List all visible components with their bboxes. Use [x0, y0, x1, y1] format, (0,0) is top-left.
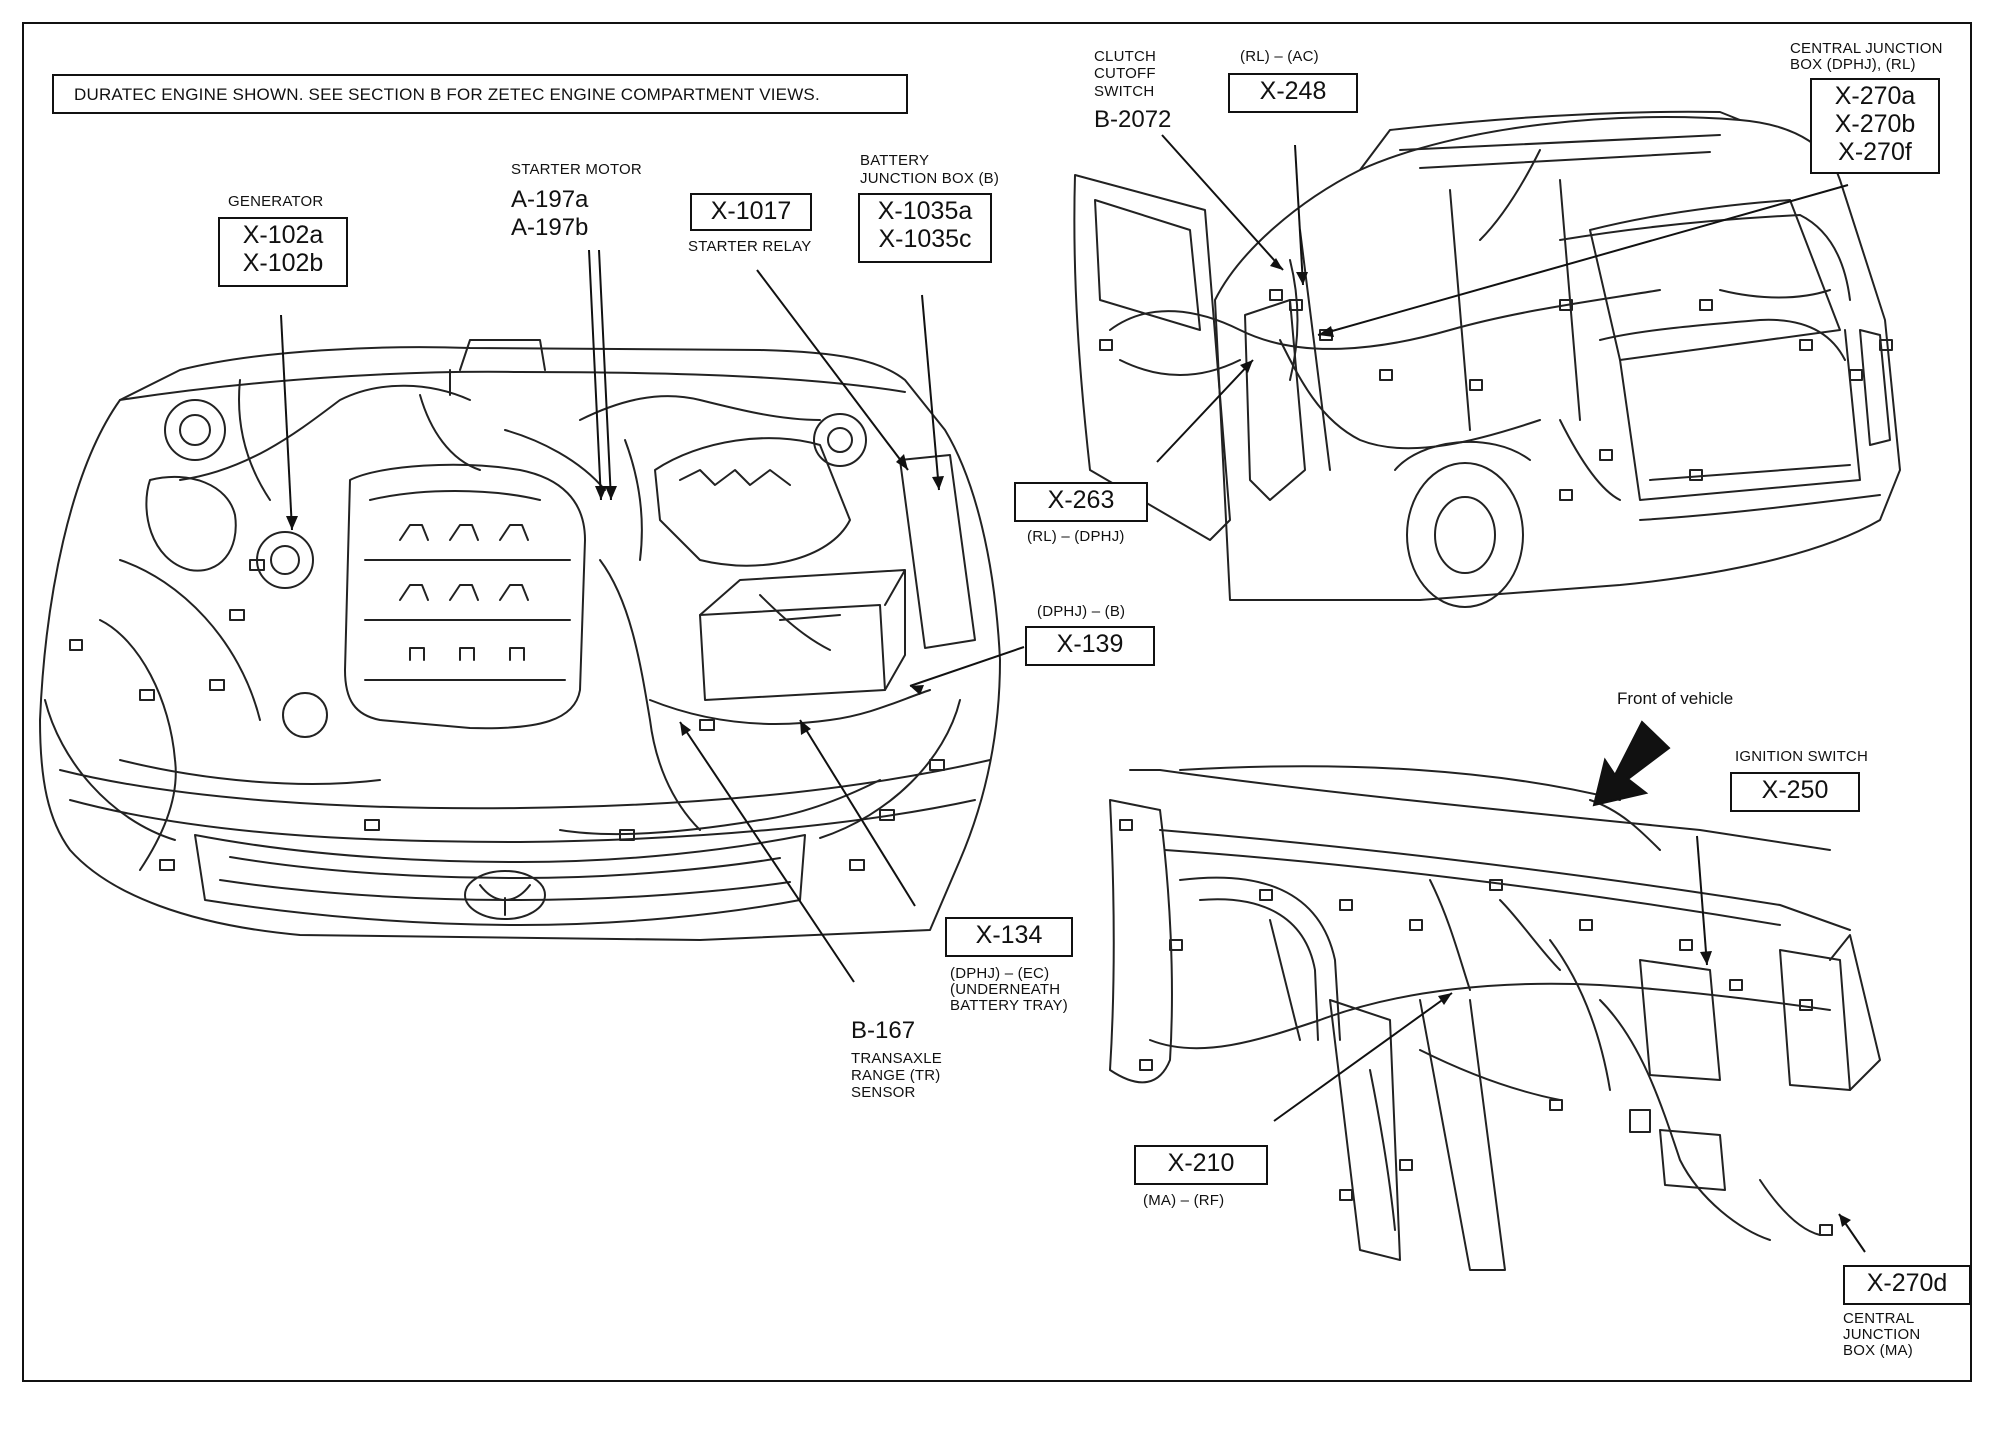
cjb-ma-line2: JUNCTION	[1843, 1326, 1921, 1343]
x270f-label: X-270f	[1838, 138, 1912, 166]
x134-connector-box: X-134	[945, 917, 1073, 957]
leader-arrowheads	[286, 258, 1851, 1227]
x102a-label: X-102a	[242, 221, 324, 249]
front-of-vehicle-label: Front of vehicle	[1617, 689, 1734, 708]
engine-compartment-illustration	[39, 339, 1001, 941]
x270d-connector-box: X-270d	[1843, 1265, 1971, 1305]
ignition-switch-label: IGNITION SWITCH	[1735, 748, 1868, 765]
x270d-label: X-270d	[1866, 1269, 1948, 1297]
x134-circuit-label: (DPHJ) – (EC)	[950, 965, 1050, 982]
front-of-vehicle-arrow	[1592, 720, 1671, 807]
x134-location-line1: (UNDERNEATH	[950, 981, 1061, 998]
x134-location-line2: BATTERY TRAY)	[950, 997, 1068, 1014]
x1017-connector-box: X-1017	[690, 193, 812, 231]
engine-note-text: DURATEC ENGINE SHOWN. SEE SECTION B FOR …	[74, 85, 820, 104]
x270a-label: X-270a	[1834, 82, 1916, 110]
x270b-label: X-270b	[1834, 110, 1916, 138]
x250-connector-box: X-250	[1730, 772, 1860, 812]
x270-connector-box: X-270a X-270b X-270f	[1810, 78, 1940, 174]
battery-jb-label-line2: JUNCTION BOX (B)	[860, 170, 1000, 187]
instrument-panel-illustration	[1109, 765, 1881, 1271]
x263-circuit-label: (RL) – (DPHJ)	[1027, 528, 1125, 545]
clutch-label-line2: CUTOFF	[1094, 65, 1156, 82]
clutch-label-line1: CLUTCH	[1094, 48, 1157, 65]
engine-note-box: DURATEC ENGINE SHOWN. SEE SECTION B FOR …	[52, 74, 908, 114]
starter-relay-label: STARTER RELAY	[688, 238, 812, 255]
x1035-connector-box: X-1035a X-1035c	[858, 193, 992, 263]
x210-connector-box: X-210	[1134, 1145, 1268, 1185]
a197b-label: A-197b	[511, 214, 589, 241]
x139-label: X-139	[1056, 630, 1124, 658]
x263-connector-box: X-263	[1014, 482, 1148, 522]
tr-sensor-line1: TRANSAXLE	[851, 1050, 942, 1067]
b167-label: B-167	[851, 1017, 916, 1044]
x139-circuit-label: (DPHJ) – (B)	[1037, 603, 1126, 620]
cjb-ma-line3: BOX (MA)	[1843, 1342, 1913, 1359]
starter-motor-label: STARTER MOTOR	[511, 161, 642, 178]
x210-label: X-210	[1167, 1149, 1235, 1177]
cjb-ma-line1: CENTRAL	[1843, 1310, 1915, 1327]
x248-connector-box: X-248	[1228, 73, 1358, 113]
x102-connector-box: X-102a X-102b	[218, 217, 348, 287]
cjb-label-line2: BOX (DPHJ), (RL)	[1790, 56, 1916, 73]
x250-label: X-250	[1761, 776, 1829, 804]
battery-jb-label-line1: BATTERY	[860, 152, 930, 169]
b2072-label: B-2072	[1094, 106, 1172, 133]
x1035a-label: X-1035a	[877, 197, 973, 225]
x248-label: X-248	[1259, 77, 1327, 105]
x248-circuit-label: (RL) – (AC)	[1240, 48, 1319, 65]
x1035c-label: X-1035c	[878, 225, 972, 253]
clutch-label-line3: SWITCH	[1094, 83, 1155, 100]
tr-sensor-line2: RANGE (TR)	[851, 1067, 941, 1084]
x139-connector-box: X-139	[1025, 626, 1155, 666]
x263-label: X-263	[1047, 486, 1115, 514]
cjb-label-line1: CENTRAL JUNCTION	[1790, 40, 1943, 57]
x102b-label: X-102b	[242, 249, 324, 277]
a197a-label: A-197a	[511, 186, 589, 213]
x134-label: X-134	[975, 921, 1043, 949]
tr-sensor-line3: SENSOR	[851, 1084, 916, 1101]
leader-lines	[280, 134, 1866, 1253]
generator-label: GENERATOR	[228, 193, 324, 210]
x210-circuit-label: (MA) – (RF)	[1143, 1192, 1225, 1209]
diagram-frame	[22, 22, 1972, 1382]
x1017-label: X-1017	[710, 197, 792, 225]
vehicle-interior-illustration	[1073, 110, 1901, 608]
